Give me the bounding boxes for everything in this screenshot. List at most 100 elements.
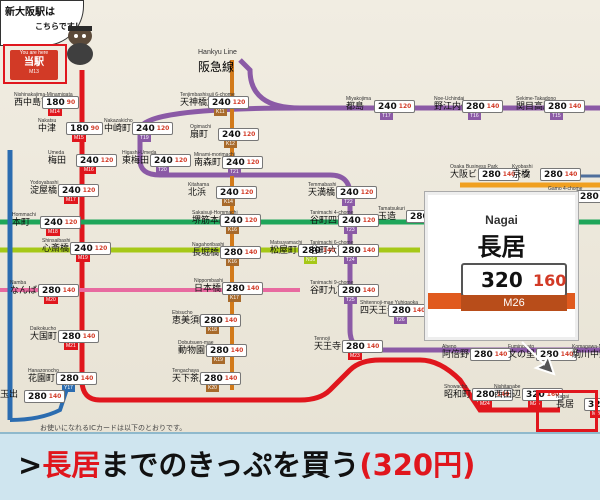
station-code: M16 (82, 167, 96, 174)
route-lines (0, 58, 600, 422)
station-jp: 堺筋本町 (192, 216, 229, 226)
hankyu-jp: 阪急線 (198, 60, 235, 74)
adult-fare: 280 (60, 373, 79, 384)
zoom-station-jp: 長居 (477, 233, 526, 261)
station-en: Kyobashi (512, 164, 533, 170)
station-code: M19 (76, 255, 90, 262)
station-code: M20 (44, 297, 58, 304)
station-en: Abeno (442, 344, 457, 350)
mascot-icon (67, 26, 93, 65)
yotsubashi-bottom (9, 379, 72, 422)
station-en: Sakaisuji-Hommachi (192, 210, 238, 216)
station-code: M18 (46, 229, 60, 236)
child-fare: 120 (244, 217, 258, 224)
child-fare: 140 (224, 317, 238, 324)
adult-fare: 280 (476, 389, 495, 400)
station-code: T23 (344, 227, 357, 234)
station-en: Tenjimbashisuji 6-chome (180, 92, 235, 98)
station-en: Dobutsuen-mae (178, 340, 214, 346)
station-en: Noe-Uchindai (434, 96, 465, 102)
zoom-child-fare: 160 (533, 271, 567, 290)
child-fare: 120 (174, 157, 188, 164)
child-fare: 90 (66, 99, 76, 106)
pointer-arrow-icon (521, 341, 556, 376)
adult-fare: 280 (580, 191, 599, 202)
nagai-zoom-panel: Nagai 長居 320 160 M26 (425, 192, 578, 340)
adult-fare: 280 (466, 101, 485, 112)
station-en: Gamo 4-chome (548, 186, 583, 192)
station-en: Hanazonocho (28, 368, 59, 374)
adult-fare: 320 (526, 389, 545, 400)
adult-fare: 240 (220, 187, 239, 198)
station-code: T21 (228, 169, 241, 176)
station-code: K16 (226, 227, 239, 234)
station-jp: 日本橋 (194, 284, 222, 294)
station-jp: 中崎町 (104, 124, 132, 134)
station-en: Namba (10, 280, 27, 286)
adult-fare: 280 (42, 285, 61, 296)
station-en: Nagai (556, 394, 570, 400)
station-en: Fuminosato (508, 344, 535, 350)
adult-fare: 240 (342, 215, 361, 226)
station-en: Tennoji (314, 336, 330, 342)
child-fare: 120 (362, 217, 376, 224)
station-jp: 大国町 (30, 332, 58, 342)
station-jp: 南森町 (194, 158, 222, 168)
station-jp: 文の里 (508, 350, 536, 360)
adult-fare: 240 (226, 157, 245, 168)
station-code: K19 (212, 357, 225, 364)
adult-fare: 280 (540, 349, 559, 360)
station-code: M23 (348, 353, 362, 360)
station-code: K17 (228, 295, 241, 302)
